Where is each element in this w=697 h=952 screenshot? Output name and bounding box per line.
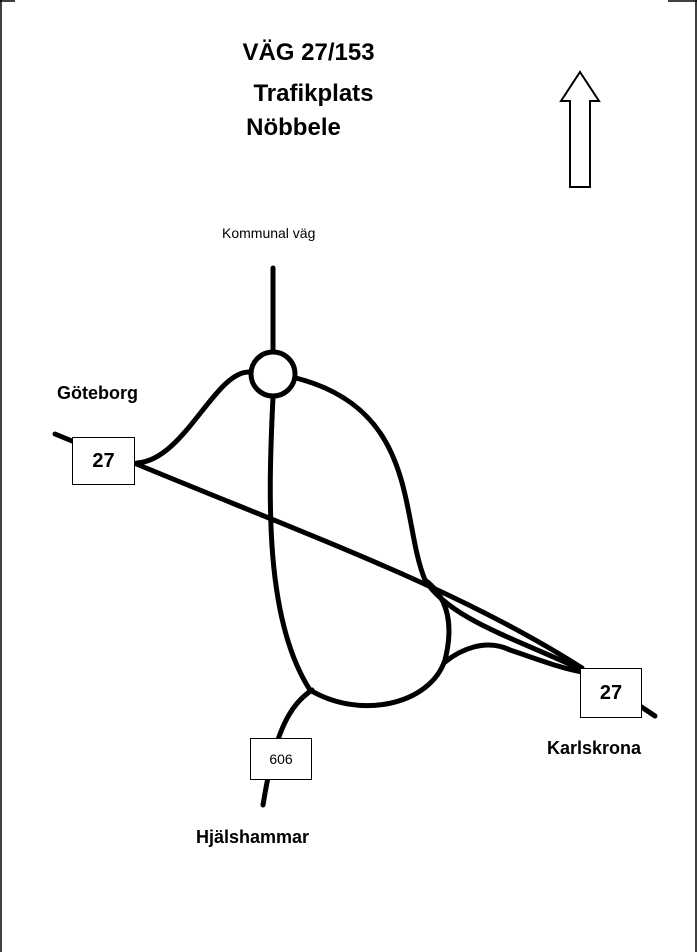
road-27-east-stub: [637, 703, 658, 719]
road-27-main: [131, 460, 585, 671]
label-goteborg: Göteborg: [57, 383, 138, 403]
road-shield-606: 606: [250, 738, 312, 780]
title-interchange: Trafikplats: [253, 80, 374, 107]
road-606: [260, 687, 315, 808]
label-hjalshammar: Hjälshammar: [196, 827, 310, 847]
title-place: Nöbbele: [246, 114, 341, 141]
road-27-west-stub: [52, 431, 75, 444]
ramp-east: [293, 375, 585, 673]
road-shield-27-east: 27: [580, 668, 642, 718]
roundabout: [248, 349, 298, 399]
road-shield-27-west: 27: [72, 437, 135, 485]
ramp-loop: [267, 394, 452, 709]
title-road: VÄG 27/153: [242, 39, 375, 66]
ramp-west: [134, 369, 253, 466]
label-karlskrona: Karlskrona: [547, 738, 642, 758]
ramp-connector: [442, 642, 585, 675]
label-kommunal-vag: Kommunal väg: [222, 225, 316, 241]
north-arrow-icon: [559, 70, 601, 188]
